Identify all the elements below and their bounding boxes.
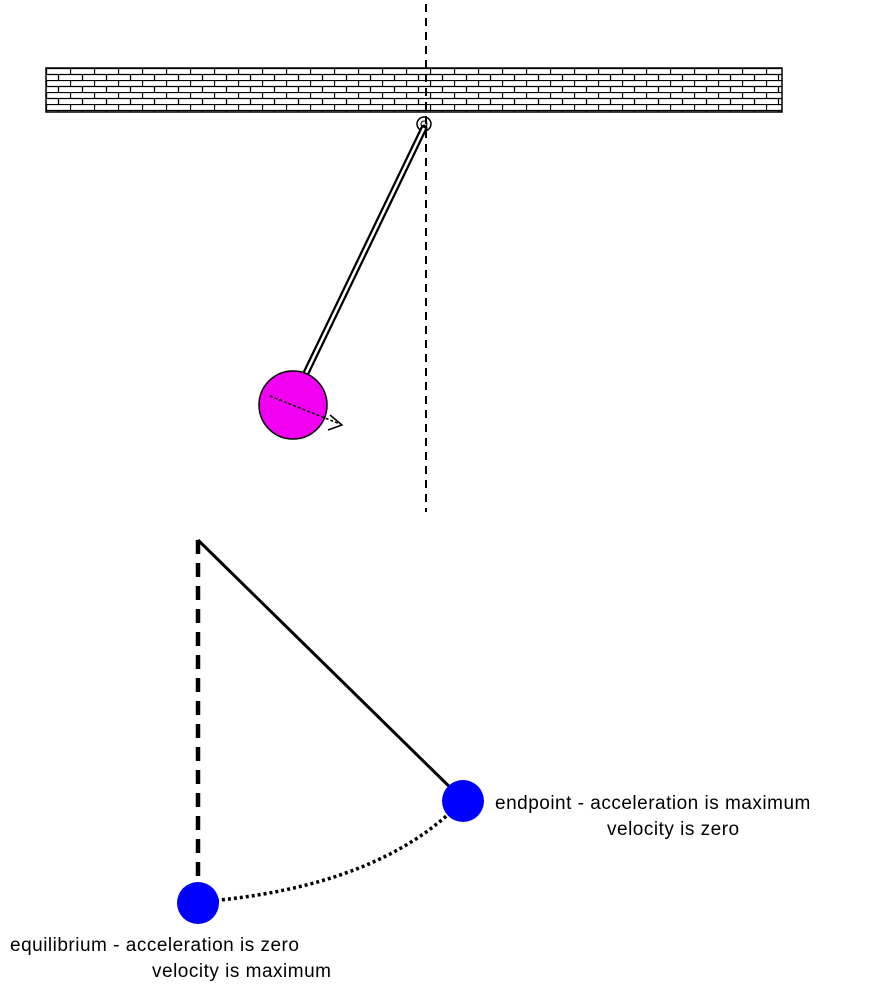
pendulum-rod-inner [291,127,426,401]
endpoint-label-line2: velocity is zero [607,819,740,840]
brick-ceiling [45,67,783,113]
endpoint-label-line1: endpoint - acceleration is maximum [495,793,811,814]
velocity-arrow-icon [269,395,344,431]
equilibrium-label-line1: equilibrium - acceleration is zero [10,935,299,956]
equilibrium-ball [177,882,219,924]
equilibrium-label-line2: velocity is maximum [152,961,331,982]
pendulum-bob [258,370,328,440]
endpoint-ball [442,780,484,822]
bottom-schematic: endpoint - acceleration is maximum veloc… [10,538,811,982]
pendulum-string [196,538,465,802]
top-pendulum [45,4,783,512]
swing-arc-path [197,798,465,904]
